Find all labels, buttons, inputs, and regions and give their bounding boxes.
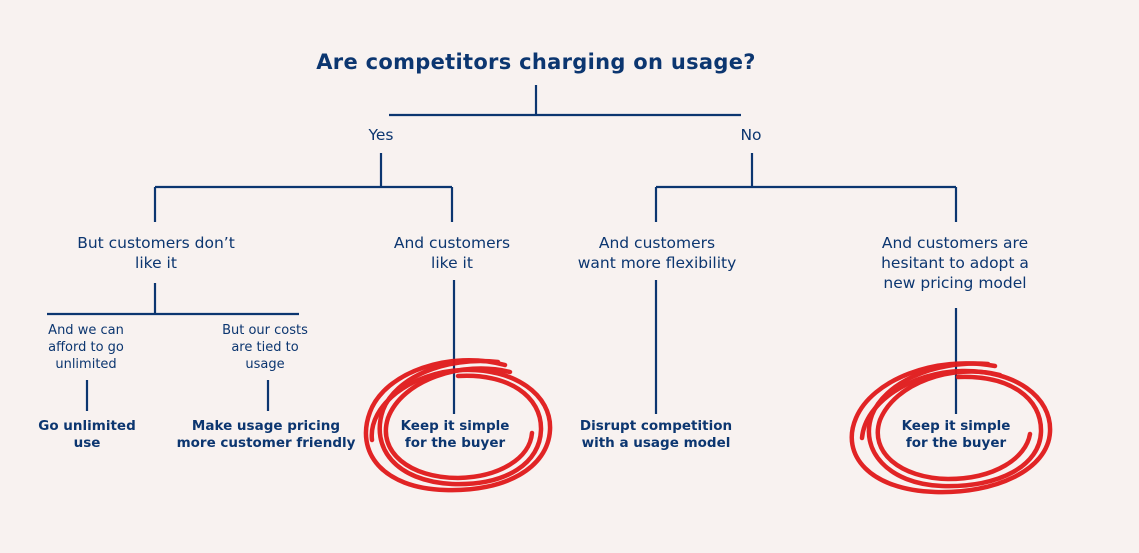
outcome-customer-friendly-usage: Make usage pricing more customer friendl… <box>177 418 356 452</box>
outcome-go-unlimited: Go unlimited use <box>38 418 136 452</box>
condition-dislike-line-2: like it <box>135 254 177 272</box>
condition-hesitant-line-1: And customers are <box>881 234 1029 252</box>
condition-dislike-line-1: But customers don’t <box>77 234 235 252</box>
outcome-disrupt-competition: Disrupt competition with a usage model <box>580 418 732 452</box>
condition-dislike: But customers don’t like it <box>77 233 235 273</box>
branch-no-label: No <box>740 126 762 144</box>
condition-flexibility-line-1: And customers <box>598 234 716 252</box>
subcondition-costs-line-2: are tied to <box>231 340 299 355</box>
condition-like: And customers like it <box>394 233 510 273</box>
outcome-keep-simple-left: Keep it simple for the buyer <box>401 418 510 452</box>
branch-yes-label: Yes <box>368 126 394 144</box>
outcome-keep-simple-right: Keep it simple for the buyer <box>902 418 1011 452</box>
outcome-go-unlimited-line-1: Go unlimited <box>38 418 136 434</box>
outcome-keep-simple-left-line-1: Keep it simple <box>400 418 510 434</box>
outcome-disrupt-competition-line-1: Disrupt competition <box>579 418 733 434</box>
condition-flexibility: And customers want more flexibility <box>578 233 737 273</box>
condition-like-line-2: like it <box>431 254 473 272</box>
outcome-customer-friendly-usage-line-2: more customer friendly <box>176 435 356 451</box>
subcondition-afford: And we can afford to go unlimited <box>48 322 124 373</box>
condition-like-line-1: And customers <box>393 234 511 252</box>
outcome-customer-friendly-usage-line-1: Make usage pricing <box>191 418 341 434</box>
condition-flexibility-line-2: want more flexibility <box>577 254 737 272</box>
highlight-circle-right <box>849 361 1053 495</box>
subcondition-costs: But our costs are tied to usage <box>222 322 308 373</box>
condition-hesitant: And customers are hesitant to adopt a ne… <box>881 233 1029 293</box>
outcome-keep-simple-left-line-2: for the buyer <box>404 435 506 451</box>
subcondition-costs-line-3: usage <box>245 357 285 372</box>
highlight-circle-left <box>363 358 553 493</box>
outcome-keep-simple-right-line-2: for the buyer <box>905 435 1007 451</box>
root-question: Are competitors charging on usage? <box>316 50 756 74</box>
condition-hesitant-line-2: hesitant to adopt a <box>881 254 1029 272</box>
subcondition-afford-line-3: unlimited <box>55 357 117 372</box>
outcome-disrupt-competition-line-2: with a usage model <box>581 435 731 451</box>
condition-hesitant-line-3: new pricing model <box>883 274 1027 292</box>
subcondition-costs-line-1: But our costs <box>222 323 308 338</box>
subcondition-afford-line-1: And we can <box>48 323 124 338</box>
subcondition-afford-line-2: afford to go <box>48 340 124 355</box>
outcome-go-unlimited-line-2: use <box>73 435 101 451</box>
outcome-keep-simple-right-line-1: Keep it simple <box>901 418 1011 434</box>
